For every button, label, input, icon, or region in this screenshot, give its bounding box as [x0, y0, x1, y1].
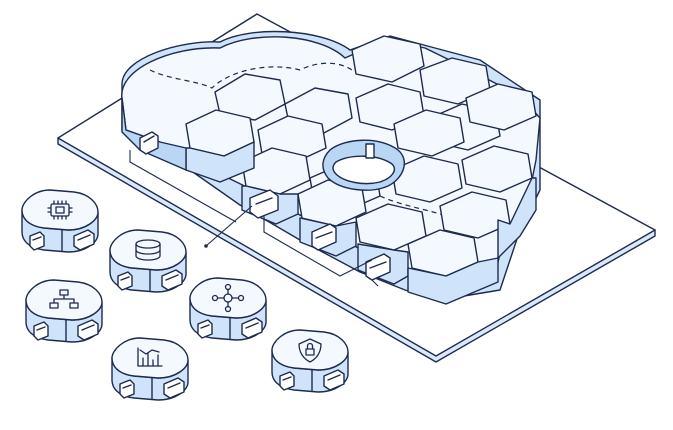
connection-wires	[129, 150, 379, 287]
module-plug	[241, 317, 263, 339]
cpu-chip-icon	[47, 200, 73, 220]
bar-chart-icon	[137, 347, 163, 367]
module-port	[279, 371, 295, 391]
analytics-module	[111, 337, 189, 401]
cloud-dashed-outline-right	[379, 195, 489, 233]
module-port	[117, 271, 133, 291]
security-module	[271, 329, 349, 393]
cloud-cluster	[121, 30, 541, 305]
module-plug	[323, 369, 345, 391]
cloud-port-1	[139, 131, 159, 155]
center-pillar	[365, 143, 375, 159]
network-hierarchy-icon	[49, 289, 79, 309]
cloud-port-2	[249, 189, 279, 219]
module-port	[29, 231, 45, 251]
shield-lock-icon	[298, 338, 322, 363]
cloud-port-3	[311, 223, 337, 251]
hub-module	[189, 277, 267, 341]
module-port	[119, 379, 135, 399]
module-plug	[161, 269, 183, 291]
network-module	[25, 279, 103, 343]
module-plug	[77, 319, 99, 341]
database-module	[109, 229, 187, 293]
hub-node-icon	[211, 283, 245, 313]
module-port	[33, 321, 49, 341]
module-plug	[163, 377, 185, 399]
cpu-module	[21, 189, 99, 253]
module-port	[197, 319, 213, 339]
module-plug	[73, 229, 95, 251]
cloud-dashed-outline-back	[149, 62, 353, 89]
database-icon	[135, 239, 161, 261]
center-opening	[322, 139, 406, 191]
